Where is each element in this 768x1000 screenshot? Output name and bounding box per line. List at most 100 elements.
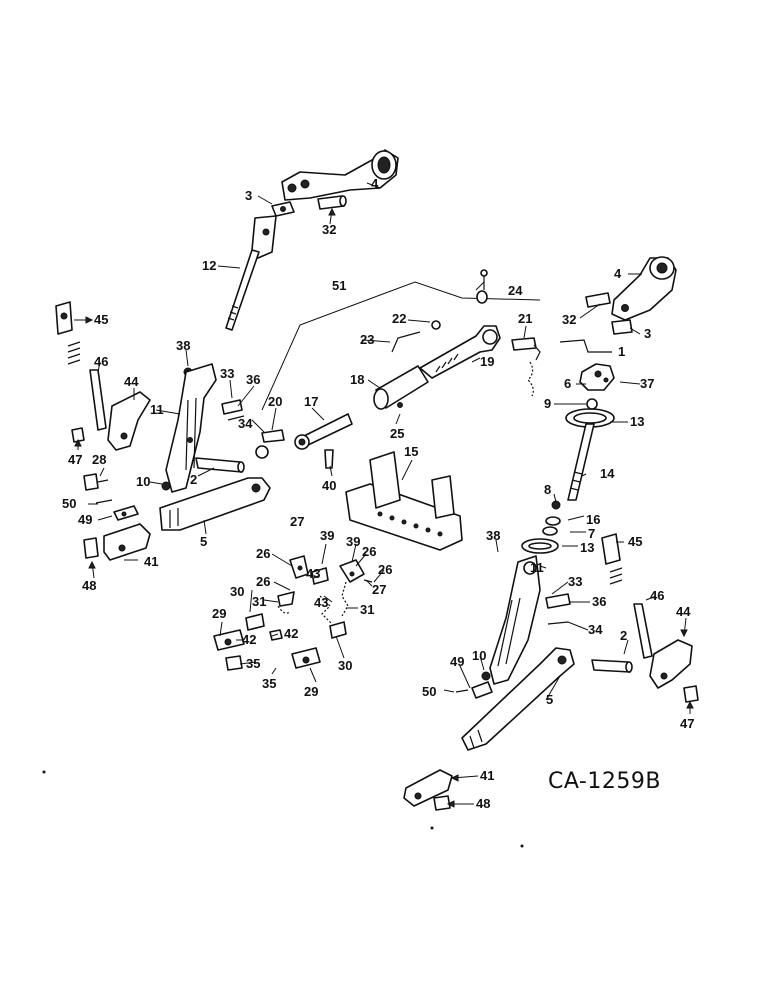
part-label: 40 (322, 478, 336, 493)
part-label: 26 (256, 574, 270, 589)
part-label: 4 (371, 176, 379, 191)
part-label: 3 (245, 188, 252, 203)
part-label: 29 (212, 606, 226, 621)
bushing-48-right (433, 795, 451, 811)
pin-upper (317, 195, 347, 210)
nut-10-left (161, 481, 171, 491)
part-label: 31 (360, 602, 374, 617)
chain-31-lower (277, 605, 291, 614)
part-label: 1 (618, 344, 625, 359)
stabilizer-bracket-left-group (277, 555, 333, 625)
part-label: 11 (530, 560, 544, 575)
link-49-right (471, 681, 493, 699)
part-label: 24 (508, 283, 523, 298)
part-label: 26 (378, 562, 392, 577)
part-label: 25 (390, 426, 404, 441)
part-label: 12 (202, 258, 216, 273)
part-label: 42 (242, 632, 256, 647)
part-label: 49 (450, 654, 464, 669)
part-label: 31 (252, 594, 266, 609)
part-label: 36 (246, 372, 260, 387)
part-label: 35 (246, 656, 260, 671)
part-label: 29 (304, 684, 318, 699)
part-label: 43 (306, 566, 320, 581)
part-label: 45 (628, 534, 642, 549)
lift-rod-45-right (601, 533, 653, 659)
part-label: 2 (190, 472, 197, 487)
part-label: 51 (332, 278, 346, 293)
part-label: 13 (580, 540, 594, 555)
part-label: 37 (640, 376, 654, 391)
part-label: 34 (588, 622, 603, 637)
part-label: 36 (592, 594, 606, 609)
pin-22 (431, 320, 441, 330)
part-label: 6 (564, 376, 571, 391)
gear-box-6 (579, 363, 615, 391)
arrow-marks (74, 207, 694, 808)
pin-21 (511, 337, 541, 397)
part-label: 41 (144, 554, 158, 569)
part-label: 46 (650, 588, 664, 603)
part-label: 26 (256, 546, 270, 561)
part-label: 8 (544, 482, 551, 497)
clevis-yoke-upper (271, 201, 295, 217)
pin-20 (255, 429, 285, 459)
bracket-44-right (649, 639, 693, 689)
diagram-code: CA-1259B (548, 769, 661, 794)
snap-ring-24 (476, 269, 488, 304)
pin-2-right (591, 659, 633, 673)
part-label: 26 (362, 544, 376, 559)
pin-2-left (195, 457, 245, 473)
part-label: 32 (562, 312, 576, 327)
pin-50-left (95, 499, 113, 504)
part-label: 11 (150, 402, 164, 417)
part-label: 27 (372, 582, 386, 597)
part-label: 34 (238, 416, 253, 431)
washers-lower-right (521, 516, 561, 554)
bushing-48-left (83, 537, 99, 559)
clevis-yoke-right (611, 319, 633, 335)
part-label: 5 (200, 534, 207, 549)
part-label: 33 (568, 574, 582, 589)
part-label: 19 (480, 354, 494, 369)
pin-right-upper (585, 292, 611, 308)
part-label: 41 (480, 768, 494, 783)
part-label: 15 (404, 444, 418, 459)
clevis-30-29-left (213, 613, 265, 671)
bolt-40 (324, 449, 334, 469)
part-label: 39 (320, 528, 334, 543)
part-label: 38 (486, 528, 500, 543)
part-label: 4 (614, 266, 622, 281)
part-label: 47 (680, 716, 694, 731)
clip-33-36-left (221, 399, 245, 421)
part-label: 28 (92, 452, 106, 467)
bracket-51-leader (261, 281, 541, 411)
part-label: 30 (338, 658, 352, 673)
stabilizer-bracket-right-group (339, 559, 373, 617)
part-label: 2 (620, 628, 627, 643)
lift-arm-right (611, 256, 677, 321)
part-label: 50 (422, 684, 436, 699)
part-label: 18 (350, 372, 364, 387)
part-label: 17 (304, 394, 318, 409)
pin-50-right (455, 689, 469, 693)
top-link-19 (419, 325, 501, 379)
link-49-left (113, 505, 139, 521)
part-label: 46 (94, 354, 108, 369)
part-label: 48 (82, 578, 96, 593)
link-end-41-right (403, 769, 453, 807)
part-label: 22 (392, 311, 406, 326)
leveling-screw-assembly (551, 398, 615, 510)
part-label: 49 (78, 512, 92, 527)
part-label: 43 (314, 595, 328, 610)
lift-rod-45-left (55, 301, 107, 431)
lower-link-5-right (461, 647, 575, 751)
part-label: 47 (68, 452, 82, 467)
bolt-47-left (71, 427, 85, 443)
clip-33-36-right (545, 593, 571, 625)
part-label: 48 (476, 796, 490, 811)
part-label: 45 (94, 312, 108, 327)
part-label: 32 (322, 222, 336, 237)
lock-pin-23 (391, 331, 421, 353)
